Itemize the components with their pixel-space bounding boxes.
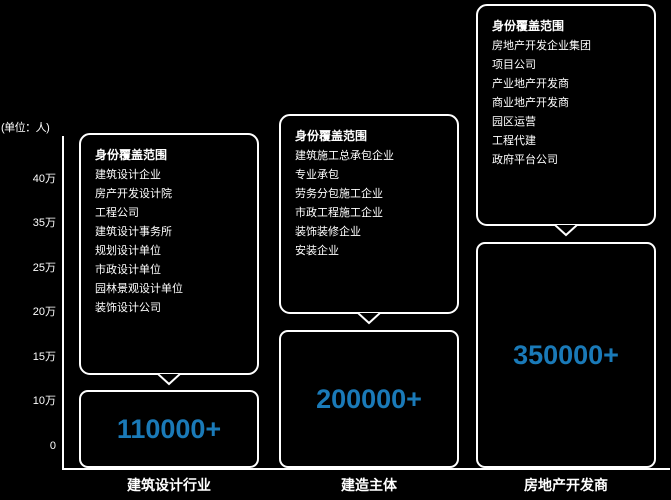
chevron-down-icon [554,224,578,237]
callout-line: 规划设计单位 [95,245,161,257]
callout-line: 建筑施工总承包企业 [295,150,394,162]
callout-line: 市政设计单位 [95,264,161,276]
y-axis-tick-label: 15万 [32,351,56,363]
y-axis-tick-label: 20万 [32,306,56,318]
callout-line: 市政工程施工企业 [295,207,383,219]
callout-card-developer[interactable]: 身份覆盖范围 房地产开发企业集团 项目公司 产业地产开发商 商业地产开发商 园区… [476,4,656,226]
callout-line: 安装企业 [295,245,339,257]
callout-line: 产业地产开发商 [492,78,569,90]
callout-line: 政府平台公司 [492,154,558,166]
bar-builder[interactable]: 200000+ [279,330,459,468]
callout-line: 项目公司 [492,59,536,71]
y-axis-tick-label: 10万 [32,395,56,407]
callout-card-builder[interactable]: 身份覆盖范围 建筑施工总承包企业 专业承包 劳务分包施工企业 市政工程施工企业 … [279,114,459,314]
y-axis-tick-label: 25万 [32,262,56,274]
callout-title: 身份覆盖范围 [492,19,565,33]
callout-line: 园林景观设计单位 [95,283,183,295]
bar-value-label: 200000+ [316,383,422,414]
callout-line: 工程公司 [95,207,139,219]
y-axis-unit-label: (单位：人) [1,122,50,134]
callout-line: 装饰设计公司 [95,302,161,314]
y-axis-tick-label: 35万 [32,217,56,229]
callout-line: 专业承包 [295,169,339,181]
callout-card-design[interactable]: 身份覆盖范围 建筑设计企业 房产开发设计院 工程公司 建筑设计事务所 规划设计单… [79,133,259,375]
callout-line: 园区运营 [492,116,536,128]
callout-line: 劳务分包施工企业 [295,188,383,200]
bar-value-label: 350000+ [513,339,619,370]
callout-line: 商业地产开发商 [492,97,569,109]
callout-title: 身份覆盖范围 [95,148,168,162]
callout-line: 建筑设计企业 [95,169,161,181]
callout-title: 身份覆盖范围 [295,129,368,143]
x-axis-line [62,468,670,470]
y-axis-tick-label: 0 [49,440,56,452]
callout-line: 建筑设计事务所 [95,226,172,238]
x-axis-category-label-developer: 房地产开发商 [524,477,608,493]
x-axis-category-label-design: 建筑设计行业 [127,477,211,493]
callout-line: 房产开发设计院 [95,188,172,200]
bar-value-label: 110000+ [116,413,222,444]
chevron-down-icon [357,312,381,325]
y-axis-tick-group: 40万 35万 25万 20万 15万 10万 0 [0,0,56,500]
x-axis-category-label-builder: 建造主体 [341,477,397,493]
callout-line: 装饰装修企业 [295,226,361,238]
callout-line: 工程代建 [492,135,536,147]
y-axis-tick-label: 40万 [32,173,56,185]
callout-line: 房地产开发企业集团 [492,40,591,52]
bar-developer[interactable]: 350000+ [476,242,656,468]
bar-design[interactable]: 110000+ [79,390,259,468]
chevron-down-icon [157,373,181,386]
y-axis-line [62,136,64,470]
